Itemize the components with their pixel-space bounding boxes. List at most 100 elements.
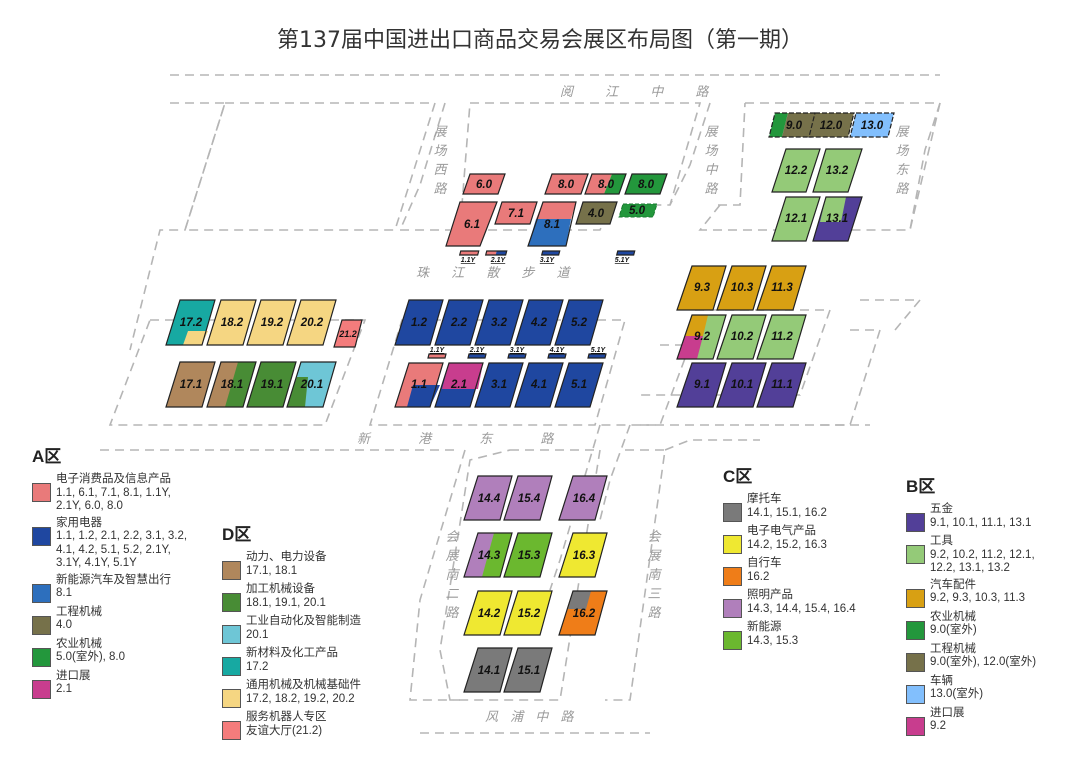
hall-16-4[interactable]: 16.4: [558, 475, 608, 521]
hall-2-1y-north[interactable]: 2.1Y: [484, 250, 508, 264]
hall-3-1y-south[interactable]: 3.1Y: [507, 347, 527, 359]
hall-9-1[interactable]: 9.1: [676, 362, 727, 408]
hall-2-2[interactable]: 2.2: [434, 299, 484, 346]
hall-11-3[interactable]: 11.3: [756, 265, 807, 311]
hall-2-1y-south[interactable]: 2.1Y: [467, 347, 487, 359]
hall-6-1[interactable]: 6.1: [445, 201, 498, 247]
hall-15-3[interactable]: 15.3: [503, 532, 553, 578]
hall-15-1[interactable]: 15.1: [503, 647, 553, 693]
hall-18-2[interactable]: 18.2: [206, 299, 257, 346]
legend-item: 汽车配件 9.2, 9.3, 10.3, 11.3: [906, 579, 1076, 608]
hall-20-2[interactable]: 20.2: [286, 299, 337, 346]
hall-5-1y-north[interactable]: 5.1Y: [615, 250, 636, 264]
hall-21-2[interactable]: 21.2: [333, 319, 363, 348]
legend-item-name: 照明产品: [747, 589, 793, 601]
hall-4-2[interactable]: 4.2: [514, 299, 564, 346]
hall-17-1[interactable]: 17.1: [165, 361, 216, 408]
color-swatch: [32, 679, 51, 699]
hall-1-1y-north[interactable]: 1.1Y: [458, 250, 480, 264]
hall-6-0[interactable]: 6.0: [462, 173, 506, 195]
hall-10-3[interactable]: 10.3: [716, 265, 767, 311]
svg-text:1.1Y: 1.1Y: [430, 347, 446, 354]
legend-item: 通用机械及机械基础件 17.2, 18.2, 19.2, 20.2: [222, 679, 412, 708]
legend-item-halls: 18.1, 19.1, 20.1: [246, 596, 326, 609]
svg-text:1.1: 1.1: [411, 379, 427, 391]
hall-5-1[interactable]: 5.1: [554, 362, 604, 408]
hall-13-0-outdoor[interactable]: 13.0: [849, 112, 895, 138]
hall-1-2[interactable]: 1.2: [394, 299, 444, 346]
hall-11-1[interactable]: 11.1: [756, 362, 807, 408]
road-label-north: 阅 江 中 路: [560, 85, 723, 100]
legend-item-halls: 17.1, 18.1: [246, 564, 298, 577]
hall-18-1[interactable]: 18.1: [206, 361, 257, 408]
hall-14-3[interactable]: 14.3: [463, 532, 513, 578]
legend-item-halls: 9.1, 10.1, 11.1, 13.1: [930, 516, 1032, 529]
legend-item-halls: 9.2: [930, 720, 946, 732]
hall-3-2[interactable]: 3.2: [474, 299, 524, 346]
hall-14-4[interactable]: 14.4: [463, 475, 513, 521]
svg-text:1.2: 1.2: [411, 317, 428, 329]
hall-15-4[interactable]: 15.4: [503, 475, 553, 521]
hall-4-1y-south[interactable]: 4.1Y: [547, 347, 567, 359]
hall-12-0-outdoor[interactable]: 12.0: [808, 112, 855, 138]
hall-5-1y-south[interactable]: 5.1Y: [587, 347, 607, 359]
legend-item-halls: 2.1: [56, 683, 72, 695]
hall-17-2[interactable]: 17.2: [165, 299, 216, 346]
svg-text:8.0: 8.0: [638, 179, 655, 191]
hall-8-0-consumer[interactable]: 8.0: [544, 173, 589, 195]
d-zone-halls: 17.2 18.2 19.2 20.2 21.2 17.1 18.1: [165, 299, 363, 408]
hall-1-1[interactable]: 1.1: [394, 362, 444, 408]
svg-text:17.2: 17.2: [180, 317, 203, 329]
hall-2-1[interactable]: 2.1: [434, 362, 484, 408]
legend-item-name: 进口展: [930, 706, 965, 719]
b-zone-south-halls: 9.3 10.3 11.3 9.2 10.2 11.2 9.1: [676, 265, 807, 408]
hall-14-1[interactable]: 14.1: [463, 647, 513, 693]
hall-4-1[interactable]: 4.1: [514, 362, 564, 408]
hall-16-3[interactable]: 16.3: [558, 532, 608, 578]
legend-item-name: 动力、电力设备: [246, 551, 327, 563]
hall-7-1[interactable]: 7.1: [494, 201, 538, 225]
hall-1-1y-south[interactable]: 1.1Y: [427, 347, 447, 359]
hall-9-0-outdoor[interactable]: 9.0: [768, 112, 818, 138]
hall-11-2[interactable]: 11.2: [756, 314, 807, 360]
legend-item-name: 汽车配件: [930, 578, 976, 591]
legend-item: 加工机械设备 18.1, 19.1, 20.1: [222, 583, 412, 612]
legend-item-name: 新能源汽车及智慧出行: [56, 573, 171, 586]
legend-item: 动力、电力设备 17.1, 18.1: [222, 551, 412, 580]
svg-text:16.4: 16.4: [573, 493, 596, 505]
hall-16-2[interactable]: 16.2: [558, 590, 608, 636]
hall-20-1[interactable]: 20.1: [286, 361, 337, 408]
hall-5-0-outdoor[interactable]: 5.0: [618, 203, 658, 218]
svg-text:11.2: 11.2: [771, 331, 793, 343]
hall-19-1[interactable]: 19.1: [246, 361, 297, 408]
svg-text:11.1: 11.1: [771, 379, 793, 391]
legend-item-halls: 1.1, 1.2, 2.1, 2.2, 3.1, 3.2,: [56, 530, 188, 542]
hall-4-0[interactable]: 4.0: [575, 201, 618, 225]
hall-13-1[interactable]: 13.1: [812, 196, 863, 242]
legend-item-name: 服务机器人专区: [246, 711, 327, 723]
hall-13-2[interactable]: 13.2: [812, 148, 863, 193]
legend-item-name: 工程机械: [56, 605, 102, 618]
svg-text:4.0: 4.0: [587, 208, 605, 220]
hall-10-2[interactable]: 10.2: [716, 314, 767, 360]
legend-item-halls: 17.2: [246, 660, 269, 673]
hall-14-2[interactable]: 14.2: [463, 590, 513, 636]
hall-12-1[interactable]: 12.1: [771, 196, 821, 242]
hall-12-2[interactable]: 12.2: [771, 148, 821, 193]
color-swatch: [32, 647, 51, 667]
hall-3-1y-north[interactable]: 3.1Y: [540, 250, 561, 264]
page-title: 第137届中国进出口商品交易会展区布局图（第一期）: [277, 28, 803, 53]
legend-item-name: 农业机械: [930, 610, 976, 623]
hall-8-1[interactable]: 8.1: [527, 201, 577, 247]
hall-10-1[interactable]: 10.1: [716, 362, 767, 408]
hall-9-3[interactable]: 9.3: [676, 265, 727, 311]
hall-19-2[interactable]: 19.2: [246, 299, 297, 346]
hall-5-2[interactable]: 5.2: [554, 299, 604, 346]
legend-zone-d: D区 动力、电力设备 17.1, 18.1 加工机械设备 18.1, 19.1,…: [222, 520, 412, 743]
hall-8-0-mixed[interactable]: 8.0: [584, 173, 627, 195]
hall-9-2[interactable]: 9.2: [676, 314, 727, 360]
hall-15-2[interactable]: 15.2: [503, 590, 553, 636]
hall-8-0-agri[interactable]: 8.0: [624, 173, 668, 195]
color-swatch: [906, 684, 925, 704]
hall-3-1[interactable]: 3.1: [474, 362, 524, 408]
